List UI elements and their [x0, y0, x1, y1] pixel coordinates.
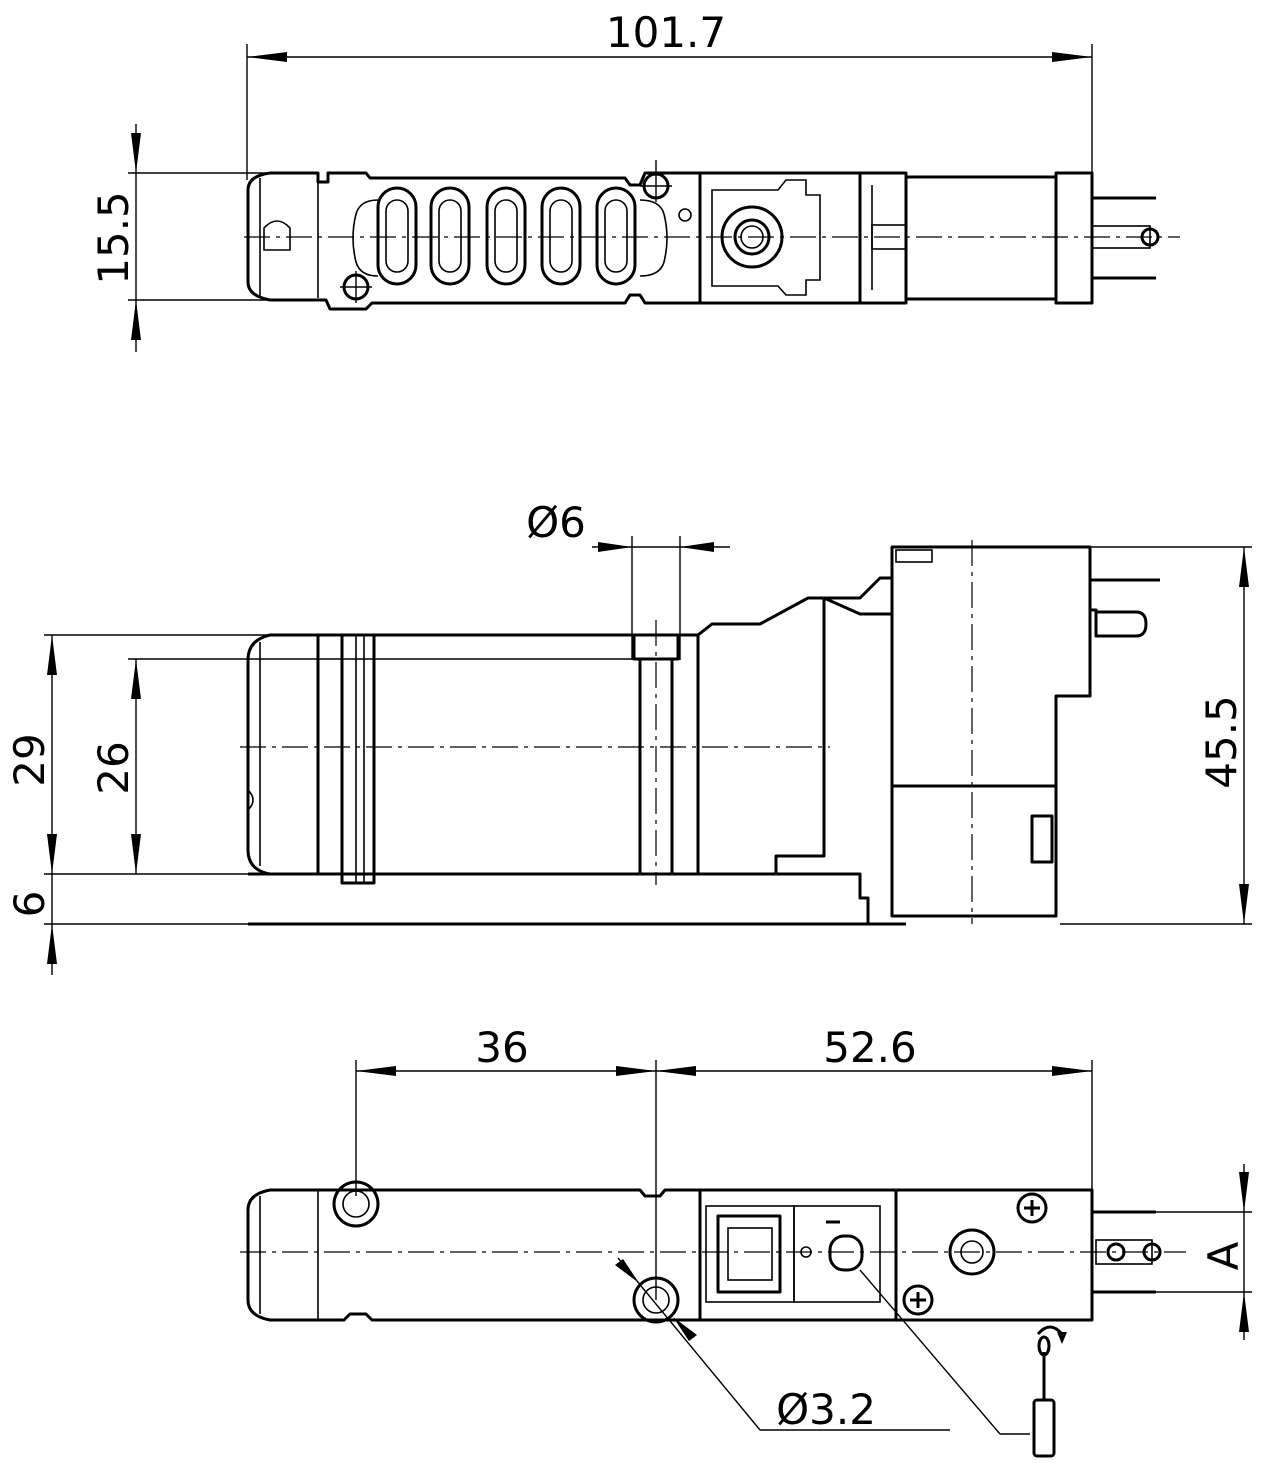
exhaust-slot-inner	[549, 199, 573, 273]
exhaust-slot	[485, 186, 527, 286]
exhaust-slot	[429, 186, 471, 286]
arrow-head	[598, 542, 632, 552]
arrow-head	[616, 1066, 656, 1076]
arrow-head	[131, 834, 141, 874]
seal-band	[340, 633, 376, 885]
mount-hole-lower	[632, 1276, 680, 1324]
coil-flange	[858, 171, 908, 305]
end-cap-side	[246, 633, 318, 876]
arrow-head	[47, 924, 57, 964]
valve-body-bottom	[246, 1188, 702, 1322]
coil-body	[904, 175, 1058, 301]
exhaust-slot	[595, 186, 637, 286]
coil-screw	[902, 1284, 934, 1316]
valve-body-top	[246, 171, 702, 311]
top-view: 101.7 15.5	[89, 8, 1180, 352]
exhaust-slot-inner	[438, 199, 462, 273]
cap-detent	[247, 789, 254, 811]
arrow-head	[131, 133, 141, 173]
exhaust-slot	[376, 186, 418, 286]
mount-hole-upper	[332, 1180, 380, 1228]
dim-pin-spacing: A	[1199, 1241, 1248, 1270]
dim-base-height: 6	[5, 891, 54, 918]
dim-body-height-26: 26	[89, 741, 138, 794]
connector-pin-flat	[1090, 608, 1148, 638]
coil-connector	[1054, 171, 1094, 305]
arrow-head	[1052, 1066, 1092, 1076]
override-window	[793, 1205, 881, 1303]
coil-screw	[1016, 1192, 1048, 1224]
arrow-head	[673, 1317, 697, 1341]
dim-body-height-29: 29	[5, 733, 54, 786]
arrow-head	[1052, 52, 1092, 62]
slot-lobe	[352, 199, 379, 277]
rotate-arrow-icon	[1036, 1325, 1064, 1336]
dim-mount-hole-diameter: Ø3.2	[776, 1385, 876, 1434]
override-slider	[716, 1214, 782, 1294]
mount-hole-upper-inner	[342, 1190, 370, 1218]
arrow-head	[356, 1066, 396, 1076]
bottom-view: 36 52.6 A Ø3.2	[240, 1023, 1252, 1458]
dim-top-height: 15.5	[89, 191, 138, 285]
leader-line	[617, 1257, 761, 1431]
arrow-head	[47, 635, 57, 675]
arrow-head	[615, 1259, 639, 1283]
screwdriver-icon	[1032, 1335, 1056, 1458]
arrow-head	[1239, 884, 1249, 924]
coil-lower	[890, 784, 1058, 918]
arrow-head	[1239, 1292, 1249, 1332]
leader-line	[859, 1269, 1001, 1435]
override-button	[828, 1234, 864, 1272]
base-plate	[248, 872, 870, 926]
dim-port-diameter: Ø6	[526, 498, 586, 547]
coil-tab	[895, 549, 933, 563]
arrow-head	[680, 542, 714, 552]
coil-section-bottom	[894, 1188, 1094, 1322]
side-view: Ø6 29 26 6 45.5	[5, 498, 1252, 975]
pilot-block	[697, 576, 894, 874]
mount-hole-lower-inner	[642, 1286, 670, 1314]
coil-clip	[1030, 814, 1054, 864]
dim-hole-to-end: 52.6	[823, 1023, 917, 1072]
coil-core	[948, 1228, 996, 1276]
override-slider-inner	[727, 1227, 773, 1281]
rotate-arrow-head	[1057, 1332, 1067, 1344]
exhaust-slot	[540, 186, 582, 286]
coil-housing	[890, 545, 1092, 788]
dim-hole-spacing: 36	[475, 1023, 528, 1072]
pilot-section	[698, 171, 862, 305]
arrow-head	[47, 834, 57, 874]
arrow-head	[656, 1066, 696, 1076]
arrow-head	[131, 300, 141, 340]
override-section	[698, 1188, 898, 1322]
slot-lobe	[639, 199, 668, 277]
arrow-head	[247, 52, 287, 62]
arrow-head	[1239, 1172, 1249, 1212]
pin-hole	[678, 208, 692, 222]
dim-overall-length: 101.7	[606, 8, 726, 57]
exhaust-slot-inner	[385, 199, 409, 273]
exhaust-slot-inner	[494, 199, 518, 273]
cap-notch	[263, 220, 291, 251]
arrow-head	[1239, 547, 1249, 587]
arrow-head	[131, 659, 141, 699]
dim-total-height: 45.5	[1197, 695, 1246, 789]
override-frame	[711, 179, 821, 296]
exhaust-slot-inner	[604, 199, 628, 273]
